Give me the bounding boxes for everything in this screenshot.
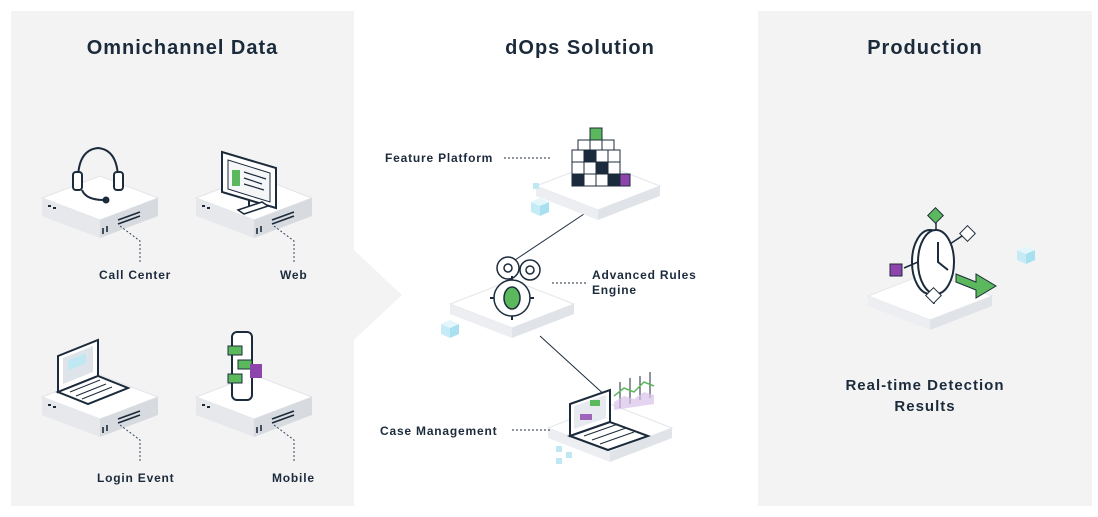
cube-grid-icon [571, 127, 631, 187]
decor-cube-1 [531, 198, 549, 216]
dashboard-laptop-icon [567, 372, 655, 452]
decor-cube-small-2 [556, 446, 562, 452]
call-center-server [41, 175, 159, 239]
decor-cube-small-1 [533, 183, 539, 189]
chevron-right-arrow [758, 250, 806, 340]
clock-arrow-icon [889, 207, 997, 304]
channel-label-mobile: Mobile [272, 471, 315, 485]
channel-label-login-event: Login Event [97, 471, 175, 485]
solution-label-feature-platform: Feature Platform [385, 151, 494, 165]
laptop-icon [55, 338, 131, 406]
mobile-server [195, 374, 313, 438]
decor-cube-3 [1017, 246, 1035, 264]
decor-cube-2 [441, 320, 459, 338]
channel-label-web: Web [280, 268, 308, 282]
solution-label-rules-engine: Advanced Rules Engine [592, 268, 697, 297]
production-title: Production [867, 37, 983, 59]
smartphone-icon [227, 331, 262, 401]
decor-cube-small-3 [566, 452, 572, 458]
gears-icon [490, 256, 541, 320]
omnichannel-title: Omnichannel Data [86, 37, 279, 59]
chevron-left-arrow [354, 250, 402, 340]
decor-cube-small-4 [556, 458, 562, 464]
solution-label-case-management: Case Management [380, 424, 498, 438]
headset-icon [72, 146, 124, 204]
solution-title: dOps Solution [505, 37, 655, 59]
channel-label-call-center: Call Center [99, 268, 172, 282]
monitor-icon [221, 150, 277, 215]
production-label: Real-time Detection Results [845, 377, 1005, 415]
